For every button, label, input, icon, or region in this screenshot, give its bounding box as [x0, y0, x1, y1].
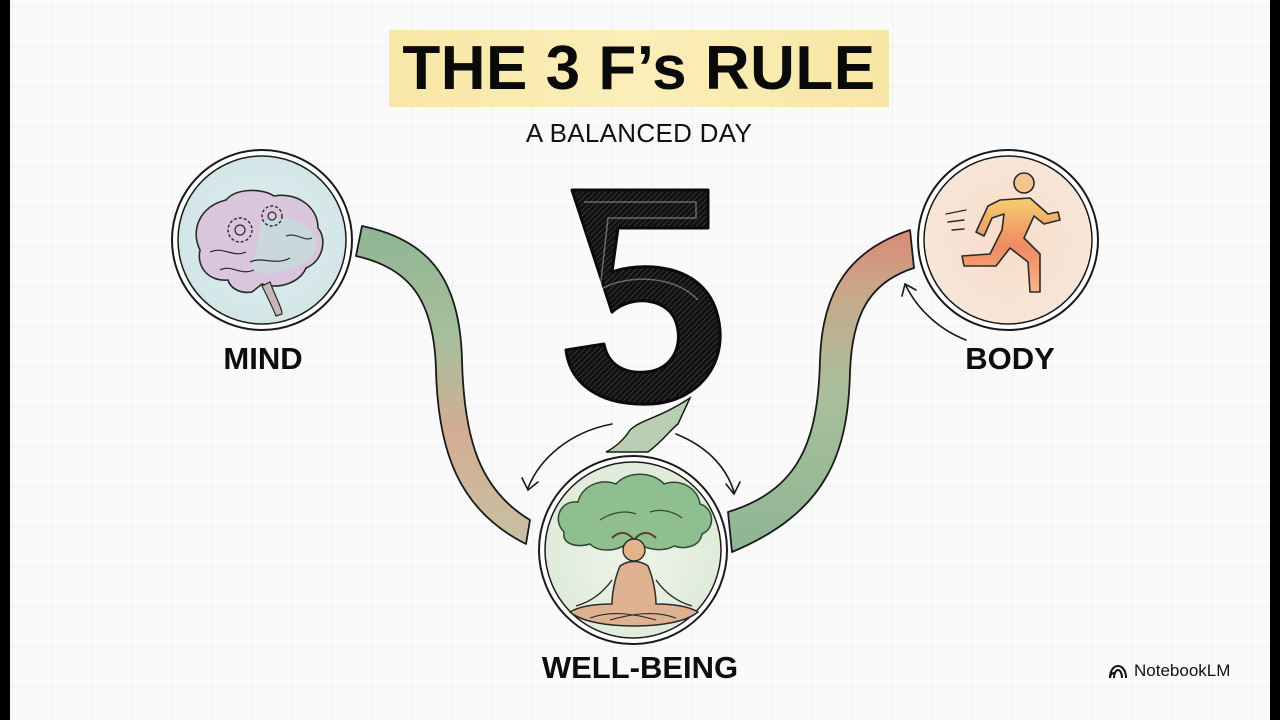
brain-with-gears-icon	[195, 189, 324, 317]
notebooklm-logo-icon	[1109, 664, 1127, 679]
running-person-icon	[945, 172, 1061, 293]
notebooklm-branding: NotebookLM	[1108, 659, 1230, 683]
node-label-wellbeing: WELL-BEING	[541, 650, 739, 685]
connector-mind-wellbeing	[355, 225, 531, 545]
big-number-five	[564, 188, 722, 406]
node-label-body: BODY	[965, 341, 1055, 376]
mind-node	[171, 149, 353, 331]
connector-wellbeing-body	[727, 229, 915, 553]
title-highlight	[389, 30, 889, 107]
diagram-art	[171, 149, 1099, 645]
node-label-mind: MIND	[223, 341, 303, 376]
slide-title: THE 3 F’s RULE	[402, 34, 876, 103]
slide: THE 3 F’s RULE A BALANCED DAY	[10, 0, 1270, 720]
brand-label: NotebookLM	[1134, 661, 1231, 680]
meditating-person-under-tree-icon	[557, 473, 713, 627]
center-swoosh	[605, 395, 692, 453]
wellbeing-node	[538, 455, 728, 645]
body-node	[917, 149, 1099, 331]
slide-subtitle: A BALANCED DAY	[525, 118, 753, 148]
